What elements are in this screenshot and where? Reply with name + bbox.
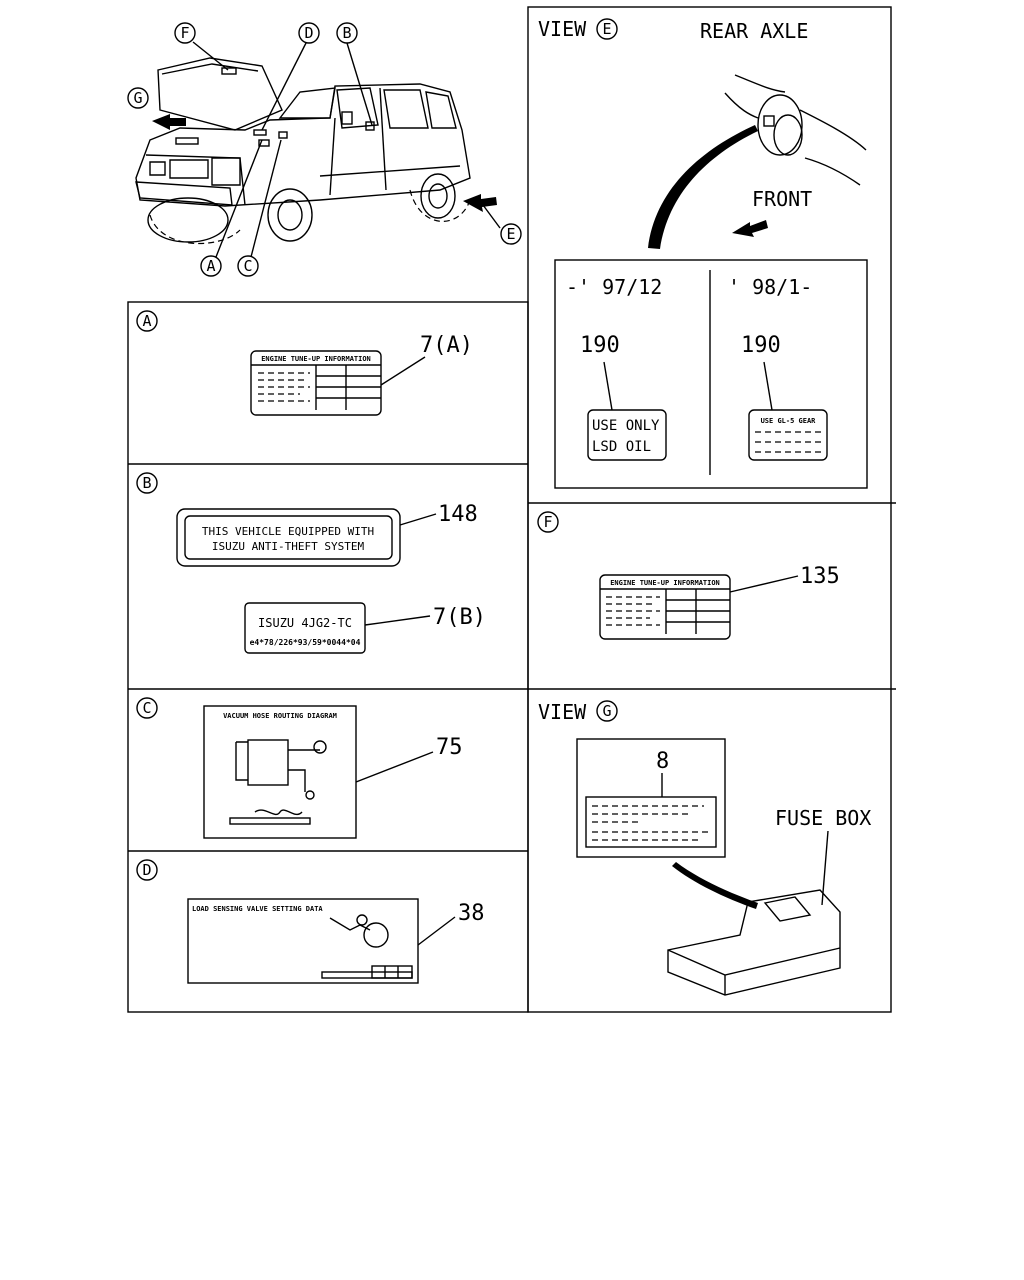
callout-leaders <box>192 41 501 258</box>
label-line: LSD OIL <box>592 439 651 455</box>
fuse-box-sketch <box>667 889 841 996</box>
rear-axle-sketch <box>724 74 867 186</box>
fuse-box-label: FUSE BOX <box>775 806 871 830</box>
part-ref: 148 <box>438 502 478 527</box>
part-ref: 190 <box>580 333 620 358</box>
part-ref: 8 <box>656 749 669 774</box>
callout-letter: D <box>304 24 313 42</box>
callout-letter: E <box>506 225 515 243</box>
label-line: ISUZU ANTI-THEFT SYSTEM <box>212 540 365 553</box>
label-line: THIS VEHICLE EQUIPPED WITH <box>202 525 374 538</box>
label-title: ENGINE TUNE-UP INFORMATION <box>610 579 720 587</box>
label-title: LOAD SENSING VALVE SETTING DATA <box>192 905 323 913</box>
panel-letter: C <box>142 699 151 717</box>
callout-a: A <box>200 255 222 277</box>
part-ref: 75 <box>436 735 463 760</box>
engine-tune-up-label: ENGINE TUNE-UP INFORMATION <box>599 574 731 640</box>
part-ref: 7(A) <box>420 333 473 358</box>
engine-id-label: ISUZU 4JG2-TC e4*78/226*93/59*0044*04 <box>244 602 366 654</box>
panel-letter: A <box>142 312 151 330</box>
callout-e: E <box>500 223 522 245</box>
label-line: e4*78/226*93/59*0044*04 <box>250 638 361 647</box>
callout-letter: C <box>243 257 252 275</box>
part-ref: 190 <box>741 333 781 358</box>
panel-letter: G <box>602 702 611 720</box>
lsd-oil-label: USE ONLY LSD OIL <box>587 409 667 461</box>
panel-e: VIEW E REAR AXLE FRONT -' 97/12 ' 98/1- … <box>538 17 868 489</box>
col-header: -' 97/12 <box>566 275 662 299</box>
arrow-view-g <box>152 114 186 130</box>
view-title: REAR AXLE <box>700 19 808 43</box>
label-title: USE GL-5 GEAR <box>761 417 817 425</box>
view-prefix: VIEW <box>538 700 587 724</box>
vehicle-illustration <box>135 57 471 245</box>
part-ref: 7(B) <box>433 605 486 630</box>
callout-g: G <box>127 87 149 109</box>
callout-letter: G <box>133 89 142 107</box>
front-label: FRONT <box>752 187 812 211</box>
panel-a: A ENGINE TUNE-UP INFORMATION 7(A) <box>136 310 473 416</box>
part-ref: 38 <box>458 901 485 926</box>
label-title: ENGINE TUNE-UP INFORMATION <box>261 355 371 363</box>
col-header: ' 98/1- <box>728 275 812 299</box>
front-arrow <box>732 220 768 237</box>
callout-c: C <box>237 255 259 277</box>
label-title: VACUUM HOSE ROUTING DIAGRAM <box>223 712 337 720</box>
label-line: ISUZU 4JG2-TC <box>258 616 352 630</box>
arrow-view-e <box>463 194 497 212</box>
panel-borders <box>127 6 896 1013</box>
label-line: USE ONLY <box>592 418 660 434</box>
callout-b: B <box>336 22 358 44</box>
callout-d: D <box>298 22 320 44</box>
panel-letter: B <box>142 474 151 492</box>
fuse-info-label <box>585 796 717 848</box>
panel-b: B THIS VEHICLE EQUIPPED WITH ISUZU ANTI-… <box>136 472 486 654</box>
part-ref: 135 <box>800 564 840 589</box>
view-arrows <box>152 114 497 212</box>
callout-f: F <box>174 22 196 44</box>
callout-letter: A <box>206 257 215 275</box>
callout-letter: F <box>180 24 189 42</box>
panel-letter: F <box>543 513 552 531</box>
view-prefix: VIEW <box>538 17 587 41</box>
engine-tune-up-label: ENGINE TUNE-UP INFORMATION <box>250 350 382 416</box>
load-sensing-label: LOAD SENSING VALVE SETTING DATA <box>187 898 419 984</box>
panel-letter: D <box>142 861 151 879</box>
panel-letter: E <box>602 20 611 38</box>
gear-oil-label: USE GL-5 GEAR <box>748 409 828 461</box>
vacuum-hose-label: VACUUM HOSE ROUTING DIAGRAM <box>203 705 357 839</box>
panel-d: D LOAD SENSING VALVE SETTING DATA 38 <box>136 859 485 984</box>
panel-f: F ENGINE TUNE-UP INFORMATION 135 <box>537 511 840 640</box>
panel-c: C VACUUM HOSE ROUTING DIAGRAM 75 <box>136 697 463 839</box>
anti-theft-label: THIS VEHICLE EQUIPPED WITH ISUZU ANTI-TH… <box>176 508 401 567</box>
callout-letter: B <box>342 24 351 42</box>
panel-g: VIEW G 8 FUSE BOX <box>538 700 871 996</box>
